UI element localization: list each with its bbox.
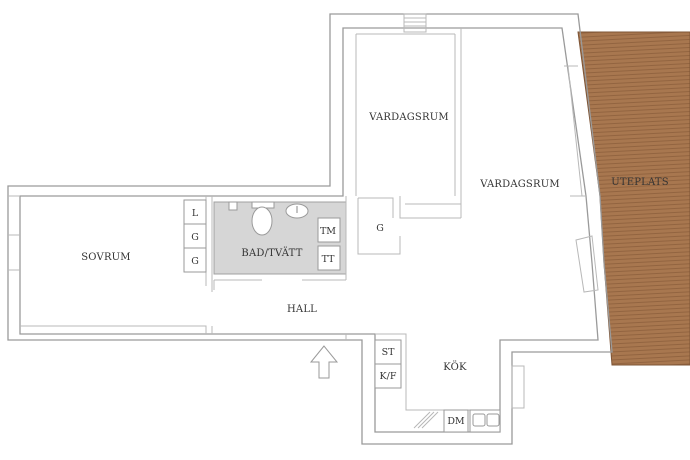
interior-walls: [8, 13, 599, 411]
label-wardrobe-g3: G: [376, 223, 384, 234]
wardrobes: [183, 199, 207, 273]
room-label-hall: HALL: [287, 304, 317, 315]
room-label-vardagsrum-main: VARDAGSRUM: [479, 179, 560, 190]
room-label-uteplats: UTEPLATS: [611, 177, 669, 188]
room-label-bad-tvatt: BAD/TVÄTT: [241, 247, 302, 259]
label-tm: TM: [320, 226, 336, 237]
laundry-machines: [317, 217, 341, 271]
label-tt: TT: [322, 254, 336, 265]
label-st: ST: [382, 347, 396, 358]
label-wardrobe-g2: G: [191, 256, 199, 267]
label-wardrobe-g1: G: [191, 232, 199, 243]
room-label-vardagsrum-upper: VARDAGSRUM: [368, 112, 449, 123]
up-arrow-icon: [309, 345, 339, 379]
kitchen-hood-icon: [413, 411, 439, 429]
kitchen-sink-icon: [472, 413, 500, 427]
label-dm: DM: [447, 416, 465, 427]
room-label-kok: KÖK: [443, 361, 467, 373]
label-wardrobe-l: L: [192, 208, 199, 219]
uteplats-deck: [577, 31, 690, 366]
label-kf: K/F: [380, 371, 397, 382]
sink-icon: [285, 203, 309, 219]
toilet-icon: [251, 201, 275, 236]
room-label-sovrum: SOVRUM: [81, 252, 131, 263]
bath-fixture: [228, 201, 238, 211]
